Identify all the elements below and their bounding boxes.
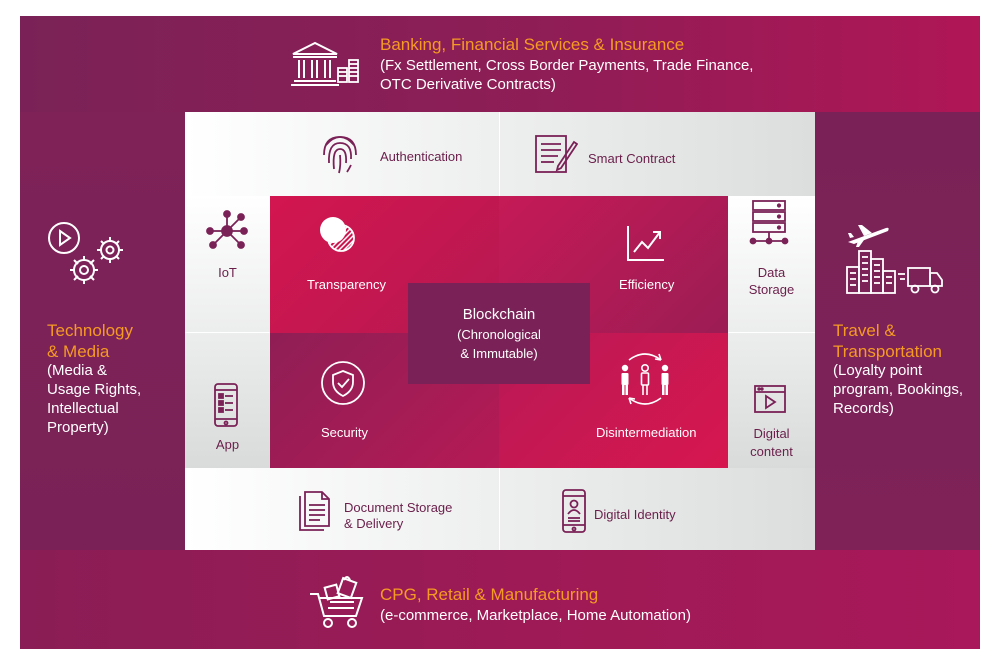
use-case-smart-contract: Smart Contract — [588, 151, 676, 166]
use-case-data-storage-line1: Data — [757, 265, 786, 280]
divider — [185, 332, 270, 333]
network-icon — [206, 210, 248, 252]
server-icon — [749, 199, 789, 249]
industry-top-subtitle-line1: (Fx Settlement, Cross Border Payments, T… — [380, 57, 754, 74]
transparency-icon — [319, 216, 355, 252]
use-case-ring-top — [185, 112, 815, 196]
industry-left-title-line2: & Media — [47, 342, 110, 361]
property-efficiency: Efficiency — [619, 277, 675, 292]
core-subtitle-line1: (Chronological — [457, 326, 541, 342]
use-case-digital-content-line1: Digital — [753, 426, 790, 441]
industry-left-subtitle-line4: Property) — [47, 419, 109, 436]
mobile-app-icon — [213, 382, 239, 428]
industry-band-right — [815, 112, 980, 550]
industry-left-subtitle-line3: Intellectual — [47, 400, 119, 417]
core-title: Blockchain — [462, 305, 536, 323]
industry-left-title-line1: Technology — [47, 321, 134, 340]
fingerprint-icon — [320, 131, 360, 175]
industry-left-subtitle-line2: Usage Rights, — [47, 381, 142, 398]
divider — [499, 112, 500, 196]
use-case-authentication: Authentication — [380, 149, 463, 164]
industry-top-subtitle-line2: OTC Derivative Contracts) — [380, 76, 556, 93]
chart-up-icon — [626, 224, 666, 262]
blockchain-core: Blockchain (Chronological & Immutable) — [408, 283, 590, 384]
industry-band-top — [20, 16, 980, 112]
city-icon — [845, 245, 901, 295]
industry-right-subtitle-line2: program, Bookings, — [833, 381, 964, 398]
truck-icon — [898, 262, 944, 296]
industry-bottom-title: CPG, Retail & Manufacturing — [380, 585, 599, 604]
industry-band-left — [20, 112, 185, 550]
industry-top-title: Banking, Financial Services & Insurance — [380, 35, 685, 54]
use-case-app: App — [215, 437, 240, 452]
industry-bottom-subtitle: (e-commerce, Marketplace, Home Automatio… — [380, 607, 691, 624]
shield-check-icon — [320, 360, 366, 406]
industry-right-subtitle-line1: (Loyalty point — [833, 362, 923, 379]
people-cycle-icon — [615, 348, 675, 408]
industry-right-title-line2: Transportation — [833, 342, 942, 361]
industry-left-subtitle-line1: (Media & — [47, 362, 108, 379]
use-case-ring-bottom — [185, 468, 815, 550]
use-case-data-storage-line2: Storage — [748, 282, 795, 297]
document-icon — [298, 490, 332, 532]
use-case-iot: IoT — [218, 265, 237, 280]
video-icon — [753, 384, 787, 414]
divider — [728, 332, 815, 333]
id-phone-icon — [561, 488, 587, 534]
use-case-document-storage-line1: Document Storage — [344, 500, 453, 515]
bank-icon — [290, 40, 340, 88]
coins-icon — [336, 54, 364, 84]
contract-pen-icon — [534, 132, 578, 176]
property-disintermediation: Disintermediation — [596, 425, 697, 440]
divider — [499, 468, 500, 550]
industry-right-subtitle-line3: Records) — [833, 400, 894, 417]
property-transparency: Transparency — [307, 277, 386, 292]
shopping-cart-icon — [308, 572, 366, 630]
industry-right-title-line1: Travel & — [833, 321, 896, 340]
use-case-digital-identity: Digital Identity — [594, 507, 676, 522]
core-subtitle-line2: & Immutable) — [460, 345, 538, 361]
industry-band-bottom — [20, 550, 980, 649]
property-security: Security — [321, 425, 368, 440]
airplane-icon — [846, 222, 890, 248]
use-case-digital-content-line2: content — [750, 444, 793, 459]
play-gears-icon — [46, 220, 136, 292]
use-case-document-storage-line2: & Delivery — [344, 516, 404, 531]
